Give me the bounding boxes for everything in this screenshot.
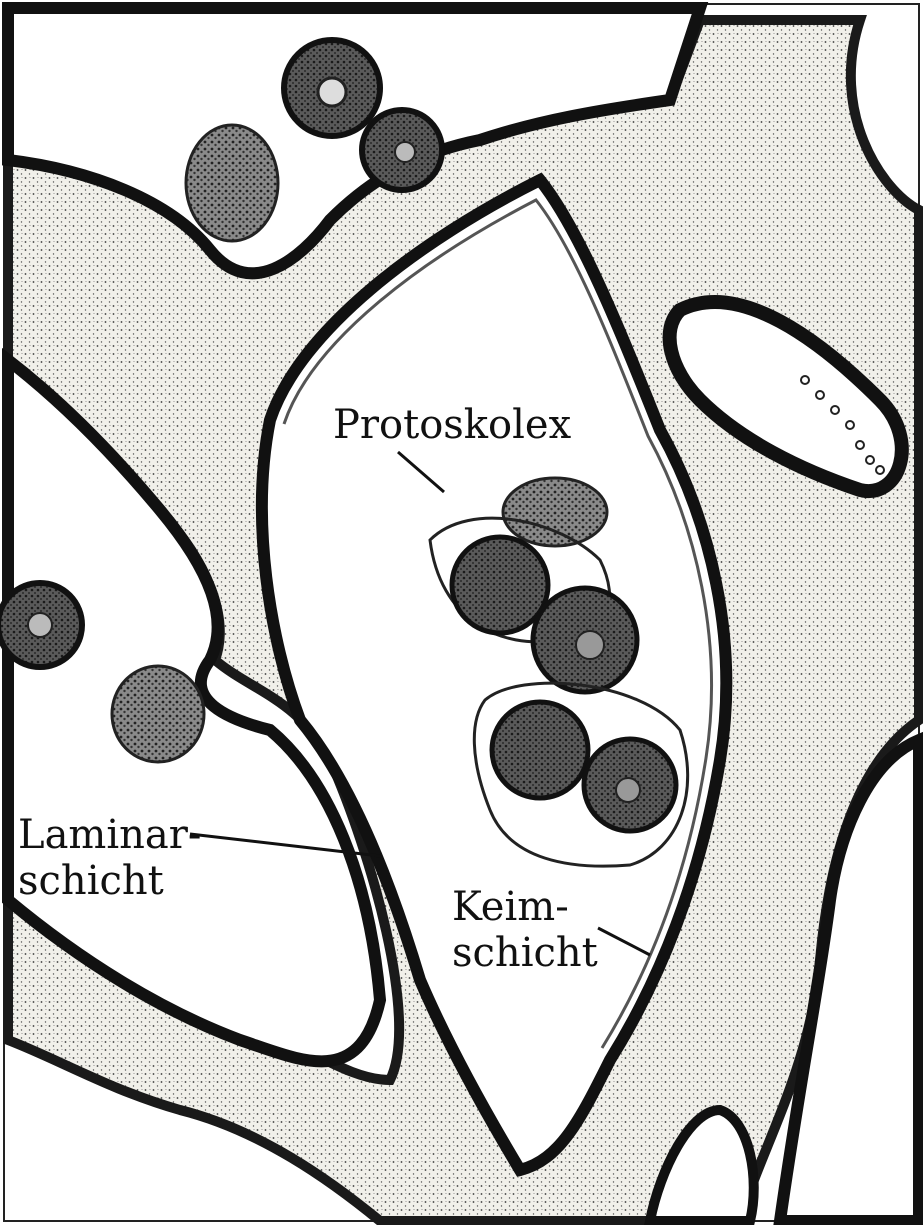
label-protoskolex-text: Protoskolex xyxy=(333,402,571,448)
label-protoskolex: Protoskolex xyxy=(333,402,571,448)
label-keimschicht: Keim- schicht xyxy=(452,884,598,976)
label-keimschicht-line2: schicht xyxy=(452,930,598,976)
label-laminarschicht-line1: Laminar- xyxy=(18,812,201,858)
label-keimschicht-line1: Keim- xyxy=(452,884,598,930)
label-laminarschicht-line2: schicht xyxy=(18,858,201,904)
label-laminarschicht: Laminar- schicht xyxy=(18,812,201,904)
